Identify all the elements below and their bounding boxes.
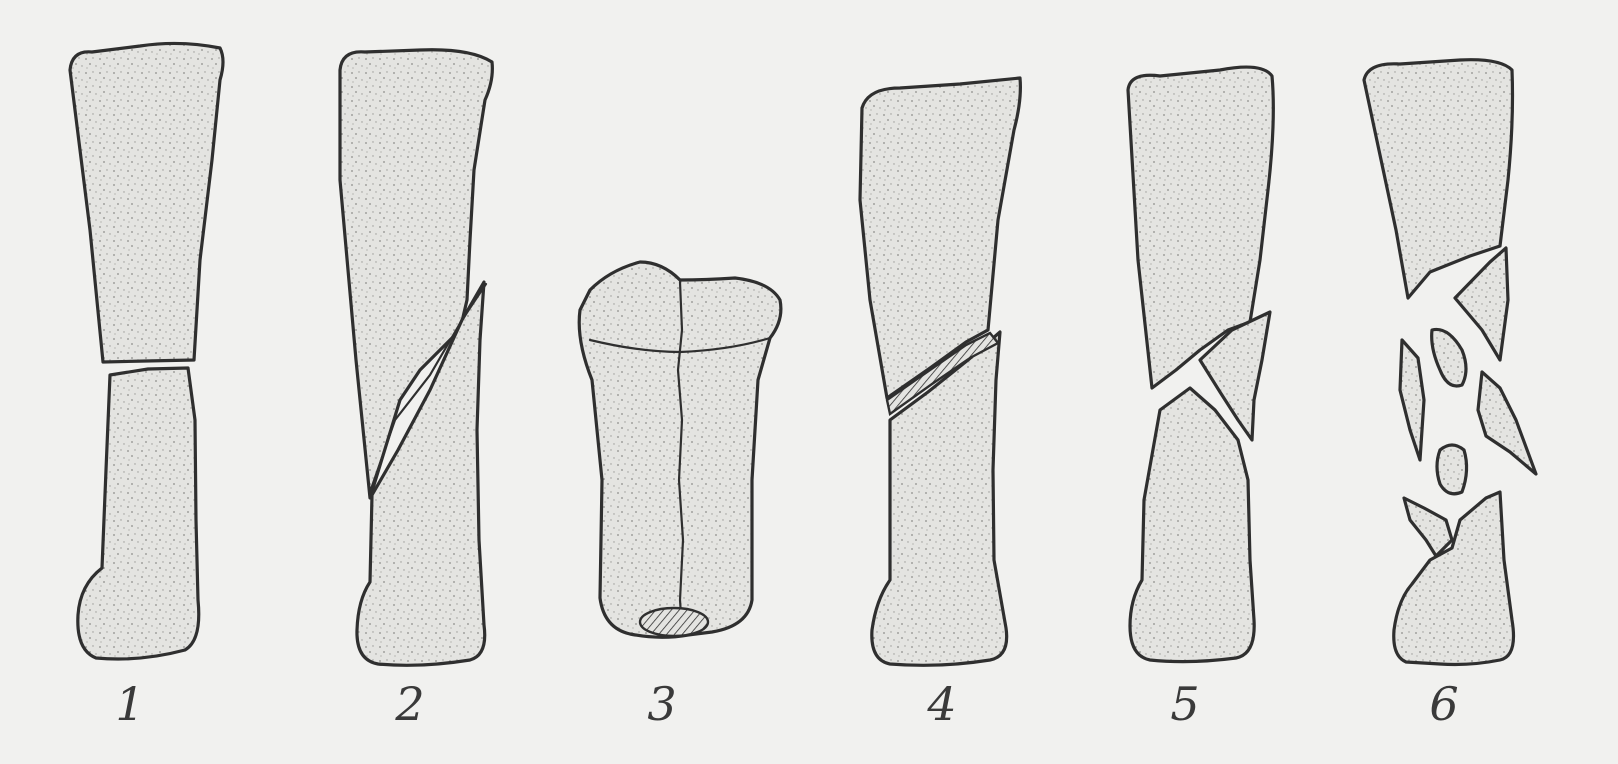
figure-4-displaced-fracture <box>860 78 1020 665</box>
figure-6-comminuted-fracture <box>1364 60 1536 665</box>
figure-6-center-shard-upper <box>1432 329 1466 386</box>
figure-6-center-shard-lower <box>1437 445 1467 494</box>
figure-6-left-shard <box>1400 340 1424 460</box>
figure-3-condyle <box>640 608 708 636</box>
figure-2-number: 2 <box>394 677 424 731</box>
figure-4-number: 4 <box>926 677 956 731</box>
figure-1-transverse-fracture <box>70 43 223 659</box>
figure-1-lower-fragment <box>78 368 199 659</box>
figure-3-longitudinal-fracture <box>579 262 781 637</box>
figure-2-oblique-fracture <box>340 50 492 666</box>
figure-6-right-spike <box>1478 372 1536 474</box>
figure-5-number: 5 <box>1170 677 1199 731</box>
figure-6-lower-left-shard <box>1404 498 1452 556</box>
figure-6-right-shard <box>1455 248 1508 360</box>
figure-1-number: 1 <box>115 677 144 731</box>
figure-3-number: 3 <box>647 677 676 731</box>
figure-5-fragmented-fracture <box>1128 67 1273 662</box>
figure-1-upper-fragment <box>70 43 223 362</box>
figure-6-number: 6 <box>1429 677 1458 731</box>
figure-5-lower-fragment <box>1130 388 1254 662</box>
